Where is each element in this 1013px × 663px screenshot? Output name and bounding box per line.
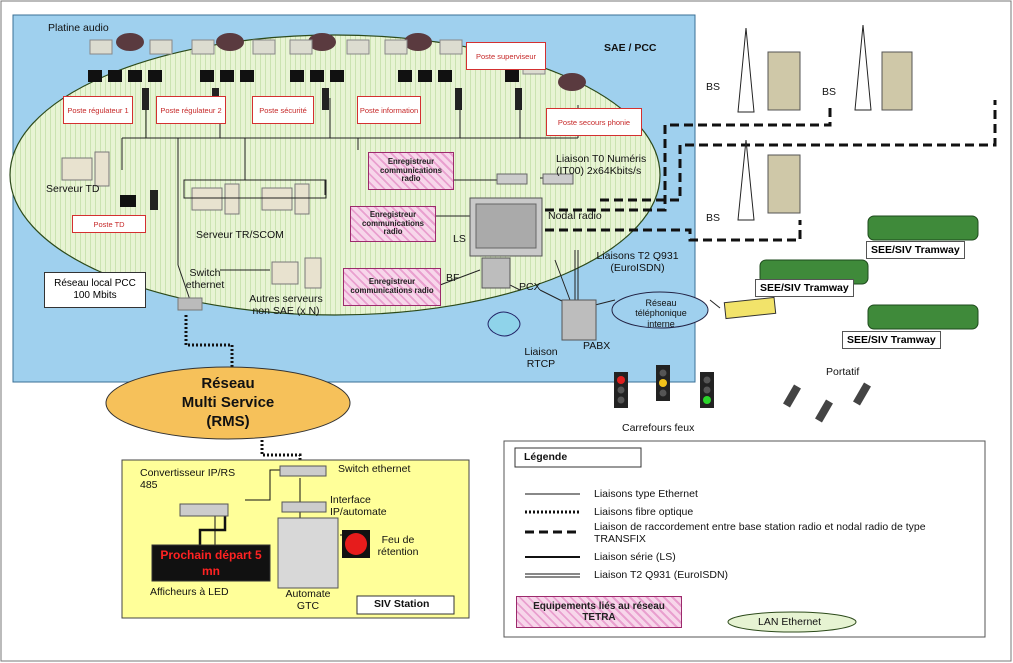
poste-td-box[interactable]: Poste TD xyxy=(72,215,146,233)
interface-label: Interface IP/automate xyxy=(330,494,387,519)
transfix-links xyxy=(545,100,997,242)
poste-secours-box[interactable]: Poste secours phonie xyxy=(546,108,642,136)
rms-line-3: (RMS) xyxy=(206,412,250,430)
t2-link xyxy=(574,250,579,305)
legend-tetra-box: Equipements liés au réseau TETRA xyxy=(516,596,682,628)
liaison-t0-label: Liaison T0 Numéris (IT00) 2x64Kbits/s xyxy=(556,153,647,178)
legend-lan-label: LAN Ethernet xyxy=(758,616,822,628)
legend-item-fibre: Liaisons fibre optique xyxy=(594,506,694,518)
traffic-lights xyxy=(614,365,714,408)
prochain-depart-display: Prochain départ 5 mn xyxy=(160,548,262,578)
enregistreur-1-box[interactable]: Enregistreur communications radio xyxy=(368,152,454,190)
pcx-label: PCX xyxy=(519,281,541,293)
rms-ellipse xyxy=(105,366,351,440)
platine-audio-label: Platine audio xyxy=(48,22,109,34)
rms-label: Réseau Multi Service (RMS) xyxy=(168,375,288,431)
liaisons-t2-label: Liaisons T2 Q931 (EuroISDN) xyxy=(596,250,679,275)
serveur-td-label: Serveur TD xyxy=(46,183,100,195)
convertisseur-label: Convertisseur IP/RS 485 xyxy=(140,467,236,492)
servers xyxy=(61,151,327,311)
poste-regulateur1-box[interactable]: Poste régulateur 1 xyxy=(63,96,133,124)
legend-item-t2: Liaison T2 Q931 (EuroISDN) xyxy=(594,569,729,581)
legend-title: Légende xyxy=(524,451,568,463)
liaison-rtcp-label: Liaison RTCP xyxy=(524,346,558,371)
poste-information-box[interactable]: Poste information xyxy=(357,96,421,124)
tram-2-label: SEE/SIV Tramway xyxy=(755,279,854,297)
afficheurs-label: Afficheurs à LED xyxy=(150,586,229,598)
monitors xyxy=(88,70,519,207)
radio-equipment xyxy=(469,173,597,341)
serveur-tr-label: Serveur TR/SCOM xyxy=(196,229,284,241)
legend-lan-ellipse xyxy=(727,611,857,633)
bs-2-label: BS xyxy=(822,86,837,98)
retention-light xyxy=(345,533,367,555)
automate-cabinet xyxy=(277,517,339,589)
reseau-telephonique-label: Réseau téléphonique interne xyxy=(635,298,687,329)
portable-radios xyxy=(783,382,871,423)
base-stations xyxy=(737,24,913,221)
autres-serveurs-label: Autres serveurs non SAE (x N) xyxy=(249,293,323,318)
poste-securite-box[interactable]: Poste sécurité xyxy=(252,96,314,124)
switch-ethernet-station-label: Switch ethernet xyxy=(338,463,411,475)
tram-3-label: SEE/SIV Tramway xyxy=(842,331,941,349)
feu-retention-label: Feu de rétention xyxy=(377,534,419,559)
siv-station-title: SIV Station xyxy=(374,598,430,610)
pabx-label: PABX xyxy=(583,340,611,352)
led-display xyxy=(151,544,271,582)
bs-1-label: BS xyxy=(706,81,721,93)
reseau-local-box: Réseau local PCC 100 Mbits xyxy=(44,272,146,308)
legend-line-samples xyxy=(525,493,580,578)
sae-pcc-title: SAE / PCC xyxy=(604,42,657,54)
legend-item-serie: Liaison série (LS) xyxy=(594,551,676,563)
rms-line-1: Réseau xyxy=(201,375,255,392)
station-serial xyxy=(198,512,227,545)
phones xyxy=(116,33,586,91)
tram-1-label: SEE/SIV Tramway xyxy=(866,241,965,259)
legend-item-transfix: Liaison de raccordement entre base stati… xyxy=(594,521,926,546)
nodal-radio-label: Nodal radio xyxy=(548,210,602,222)
bf-label: BF xyxy=(446,272,460,284)
ls-label: LS xyxy=(453,233,466,245)
enregistreur-2-box[interactable]: Enregistreur communications radio xyxy=(350,206,436,242)
poste-superviseur-box[interactable]: Poste superviseur xyxy=(466,42,546,70)
enregistreur-3-box[interactable]: Enregistreur communications radio xyxy=(343,268,441,306)
trams xyxy=(759,215,979,330)
legend-item-ethernet: Liaisons type Ethernet xyxy=(594,488,698,500)
automate-label: Automate GTC xyxy=(285,588,331,613)
carrefours-label: Carrefours feux xyxy=(622,422,695,434)
rms-line-2: Multi Service xyxy=(181,393,275,411)
bs-3-label: BS xyxy=(706,212,721,224)
poste-regulateur2-box[interactable]: Poste régulateur 2 xyxy=(156,96,226,124)
switch-ethernet-pcc-label: Switch ethernet xyxy=(185,267,225,292)
portatif-label: Portatif xyxy=(826,366,860,378)
